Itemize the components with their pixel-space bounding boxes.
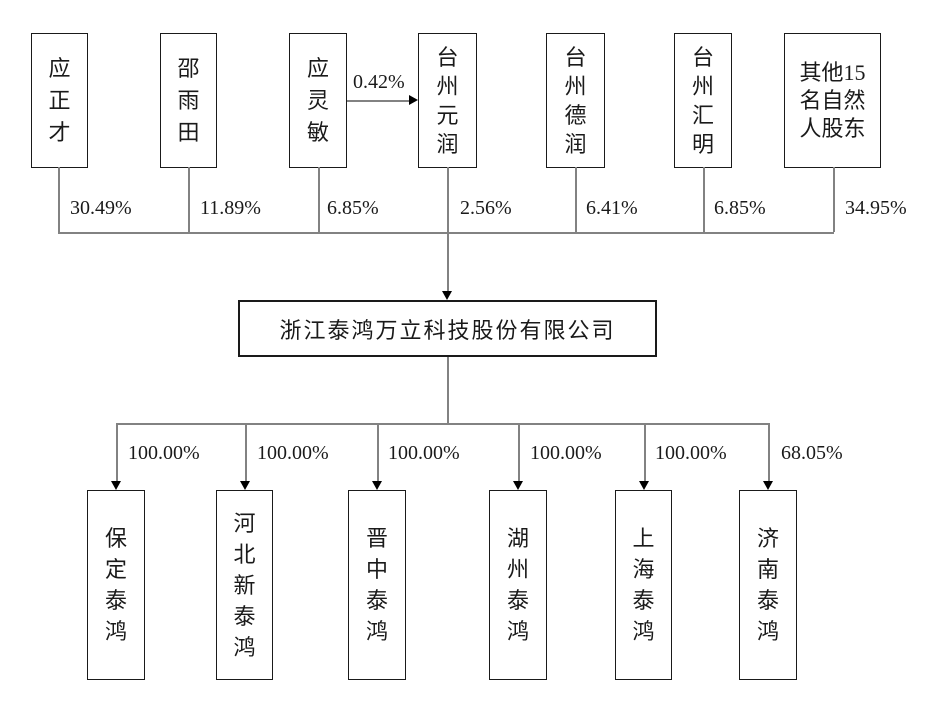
subsidiary-box-jinan: 济南泰鸿 [739, 490, 797, 680]
connector-stub [188, 167, 190, 232]
connector-stub [518, 423, 520, 482]
ownership-percentage: 30.49% [70, 197, 132, 219]
ownership-percentage: 6.85% [714, 197, 766, 219]
connector-stub [703, 167, 705, 232]
cross-arrow-head-icon [409, 95, 418, 105]
subsidiary-label: 上海泰鸿 [632, 526, 655, 644]
subsidiary-box-huzhou: 湖州泰鸿 [489, 490, 547, 680]
connector-stub [377, 423, 379, 482]
ownership-percentage: 6.41% [586, 197, 638, 219]
shareholder-box-yingzhengcai: 应正才 [31, 33, 88, 168]
ownership-percentage: 100.00% [530, 442, 602, 464]
company-inflow-line [447, 232, 449, 292]
shareholder-label: 台州德润 [564, 44, 587, 157]
connector-stub [644, 423, 646, 482]
subsidiary-arrow-icon [111, 481, 121, 490]
company-box: 浙江泰鸿万立科技股份有限公司 [238, 300, 657, 357]
subsidiary-box-shanghai: 上海泰鸿 [615, 490, 672, 680]
subsidiary-box-baoding: 保定泰鸿 [87, 490, 145, 680]
connector-stub [575, 167, 577, 232]
connector-stub [116, 423, 118, 482]
ownership-percentage: 34.95% [845, 197, 907, 219]
subsidiary-label: 河北新泰鸿 [233, 510, 256, 660]
shareholder-label: 台州汇明 [691, 44, 714, 157]
ownership-percentage: 100.00% [257, 442, 329, 464]
ownership-percentage: 6.85% [327, 197, 379, 219]
ownership-percentage: 11.89% [200, 197, 261, 219]
subsidiary-arrow-icon [639, 481, 649, 490]
subsidiary-arrow-icon [372, 481, 382, 490]
cross-arrow-percentage: 0.42% [353, 71, 405, 93]
shareholder-label: 邵雨田 [177, 55, 200, 145]
connector-stub [318, 167, 320, 232]
ownership-percentage: 100.00% [655, 442, 727, 464]
shareholder-label: 应正才 [48, 55, 71, 145]
subsidiary-label: 济南泰鸿 [756, 526, 779, 644]
connector-stub [58, 167, 60, 232]
subsidiary-box-jinzhong: 晋中泰鸿 [348, 490, 406, 680]
subsidiary-box-hebeixin: 河北新泰鸿 [216, 490, 273, 680]
ownership-percentage: 2.56% [460, 197, 512, 219]
company-inflow-arrow-icon [442, 291, 452, 300]
shareholder-box-taizhouderun: 台州德润 [546, 33, 605, 168]
ownership-percentage: 100.00% [128, 442, 200, 464]
connector-stub [768, 423, 770, 482]
ownership-percentage: 100.00% [388, 442, 460, 464]
company-outflow-line [447, 357, 449, 423]
shareholder-label: 其他15 名自然 人股东 [799, 59, 866, 141]
top-bus-line [58, 232, 834, 234]
shareholder-box-yinglingmin: 应灵敏 [289, 33, 347, 168]
subsidiary-arrow-icon [763, 481, 773, 490]
connector-stub [245, 423, 247, 482]
subsidiary-label: 保定泰鸿 [104, 526, 127, 644]
connector-stub [447, 167, 449, 232]
shareholder-box-taizhouyuanrun: 台州元润 [418, 33, 477, 168]
shareholder-label: 台州元润 [436, 44, 459, 157]
connector-stub [833, 167, 835, 232]
subsidiary-arrow-icon [240, 481, 250, 490]
bottom-bus-line [116, 423, 769, 425]
company-name: 浙江泰鸿万立科技股份有限公司 [279, 317, 616, 343]
ownership-percentage: 68.05% [781, 442, 843, 464]
cross-arrow-line [347, 100, 410, 102]
subsidiary-label: 晋中泰鸿 [365, 526, 388, 644]
shareholder-box-other-15-persons: 其他15 名自然 人股东 [784, 33, 881, 168]
subsidiary-label: 湖州泰鸿 [506, 526, 529, 644]
shareholder-box-taizhouhuiming: 台州汇明 [674, 33, 732, 168]
shareholder-label: 应灵敏 [306, 55, 329, 145]
shareholder-box-shaoyutian: 邵雨田 [160, 33, 217, 168]
subsidiary-arrow-icon [513, 481, 523, 490]
